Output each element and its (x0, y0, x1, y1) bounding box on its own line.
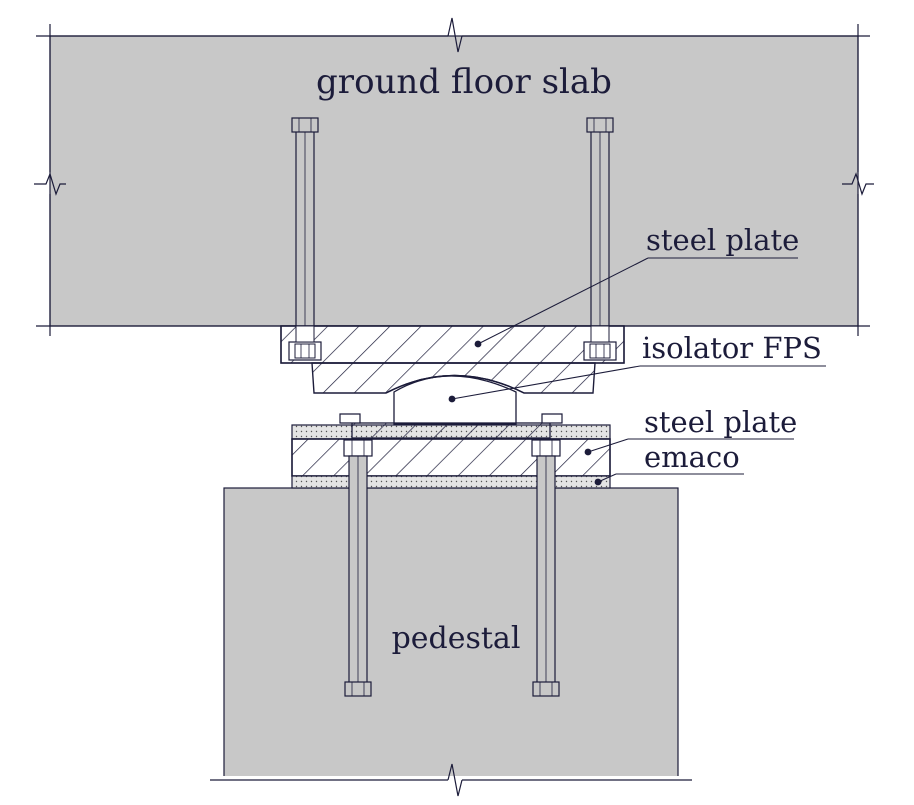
steel-plate-bottom-label: steel plate (644, 405, 797, 439)
lower-anchor-bolt-right (532, 455, 560, 697)
leader-isolator (448, 365, 826, 403)
lower-anchor-bolt-left (344, 455, 372, 697)
slab-label: ground floor slab (316, 62, 612, 102)
leader-emaco (594, 473, 744, 486)
upper-anchor-bolt-right (586, 117, 614, 331)
leader-steel-plate-bottom (584, 438, 794, 456)
emaco-label: emaco (644, 440, 740, 474)
isolator-label: isolator FPS (642, 331, 822, 365)
ground-floor-slab (34, 17, 874, 336)
pedestal (210, 487, 692, 797)
top-steel-plate (280, 325, 625, 364)
bottom-steel-plate (291, 413, 611, 477)
pedestal-label: pedestal (392, 621, 521, 656)
emaco-layer (291, 475, 611, 489)
steel-plate-top-label: steel plate (646, 223, 799, 257)
leader-steel-plate-top (474, 257, 798, 348)
upper-anchor-bolt-left (291, 117, 319, 331)
